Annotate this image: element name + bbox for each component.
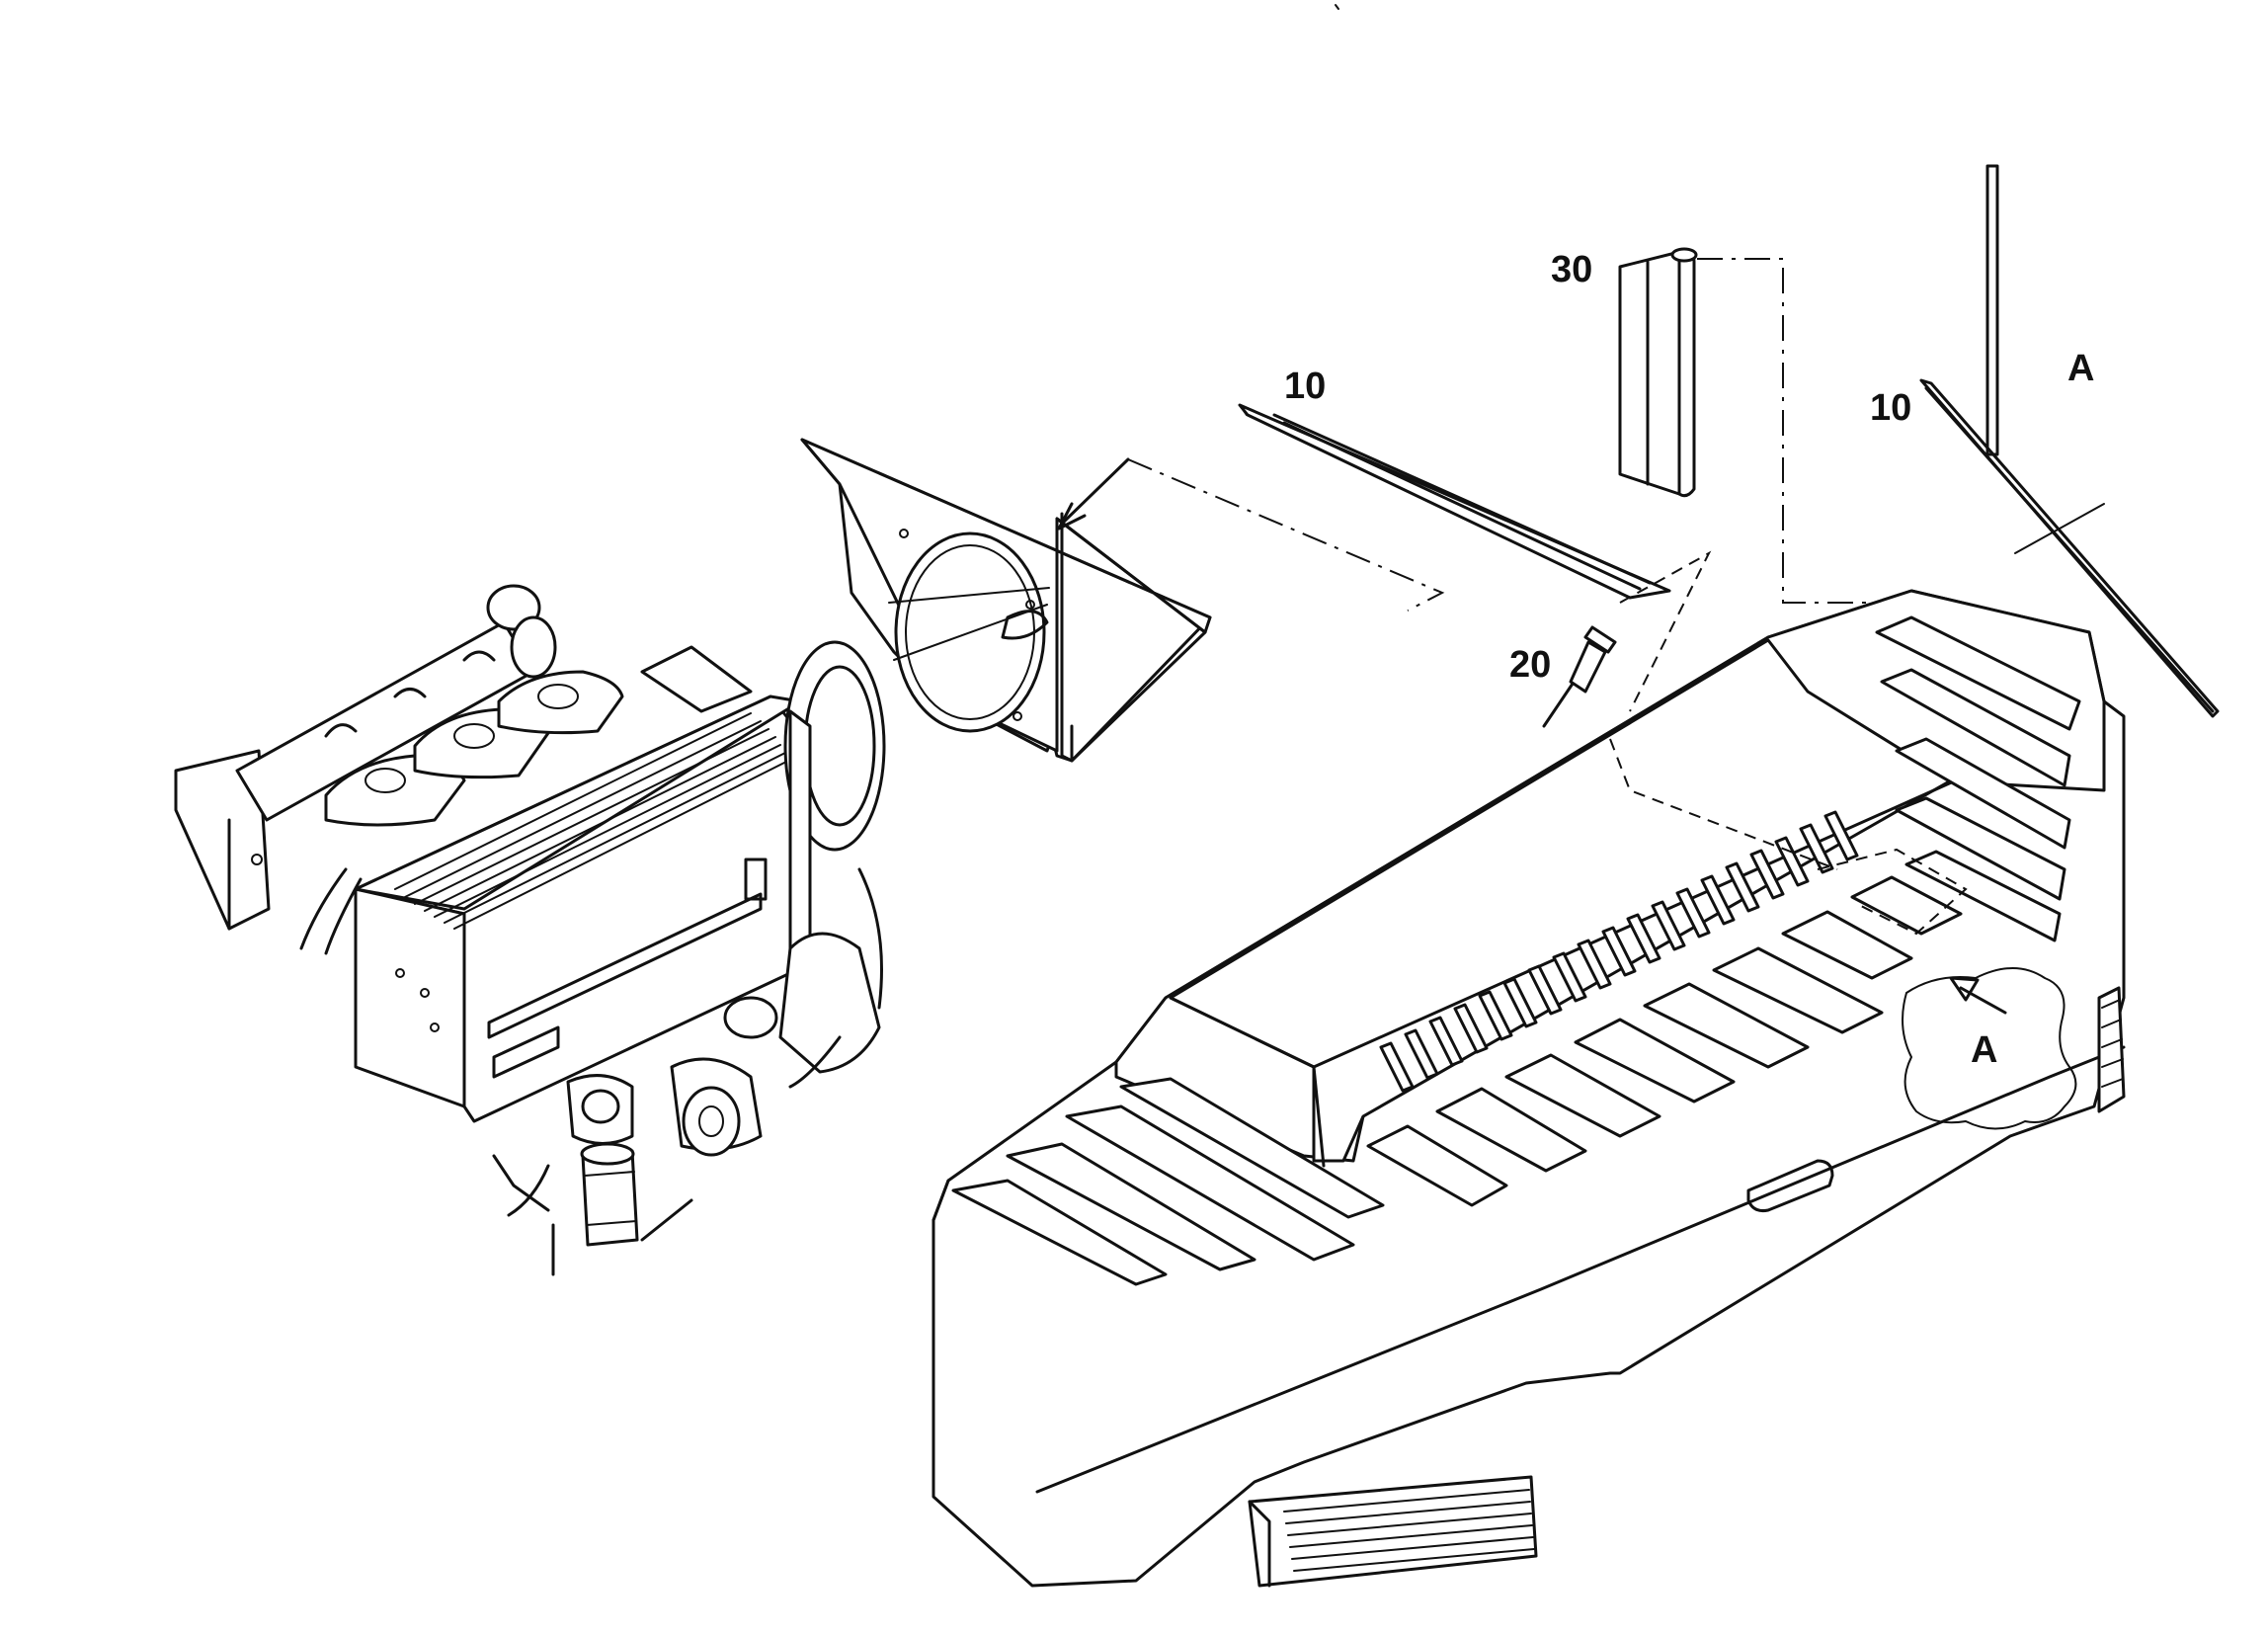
hood-vent-slots	[1379, 810, 1859, 1093]
gasket-part	[1238, 403, 1671, 600]
callout-20-rivet: 20	[1509, 644, 1551, 686]
side-grille-slats	[2101, 999, 2124, 1088]
hood-louvers-center	[1366, 875, 1963, 1207]
cooling-fins	[394, 712, 789, 930]
rivet-part	[1542, 625, 1617, 728]
front-grille-slats	[1283, 1489, 1535, 1572]
air-duct-funnel	[800, 438, 1212, 763]
callout-30-strip: 30	[1551, 249, 1592, 290]
edge-strip-part	[1618, 247, 1698, 498]
callout-10-gasket: 10	[1284, 366, 1326, 407]
detail-a-callout	[1902, 967, 2077, 1130]
engine-assembly	[174, 584, 886, 1276]
hood-louvers-left	[951, 1077, 1385, 1286]
callout-10-profile: 10	[1870, 387, 1911, 429]
detail-a-ref: A	[1971, 1029, 1997, 1071]
hood-louvers-right	[1875, 615, 2081, 942]
detail-a-title: A	[2067, 348, 2094, 389]
engine-hood-cover	[932, 589, 2126, 1588]
rubber-profile-part	[1919, 378, 2220, 718]
